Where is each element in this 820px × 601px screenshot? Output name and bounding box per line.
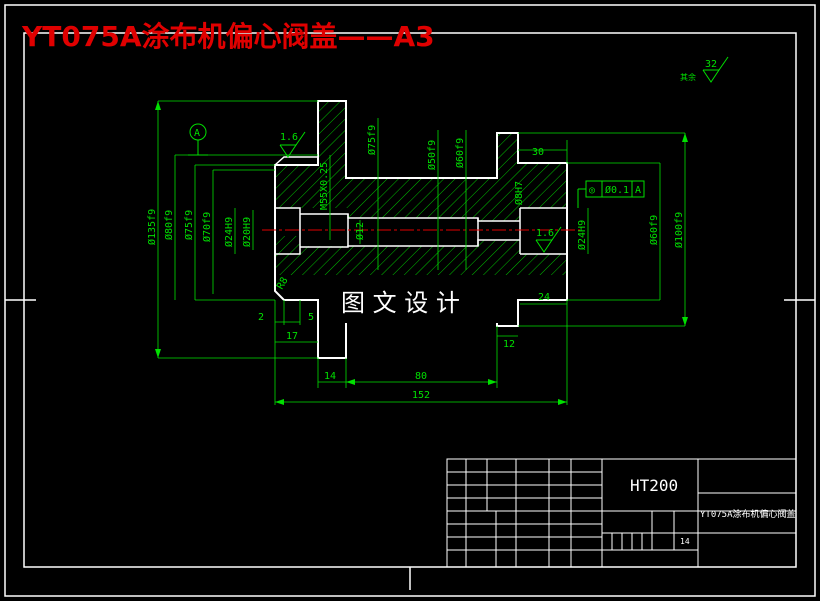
dim-14: 14 [324, 371, 336, 382]
part-hatch-upper [275, 101, 567, 221]
dim-d24h9: Ø24H9 [223, 217, 235, 247]
dim-152: 152 [412, 390, 430, 401]
dim-2: 2 [258, 312, 264, 323]
dim-d60-right: Ø60f9 [648, 215, 660, 245]
roughness-top-value: 1.6 [280, 132, 298, 143]
dimension-lines [157, 100, 686, 405]
dim-d80: Ø80f9 [163, 210, 175, 240]
dim-m55: M55X0.25 [319, 162, 330, 210]
dim-17: 17 [286, 331, 298, 342]
roughness-general-value: 32 [705, 59, 717, 70]
datum-letter: A [194, 128, 200, 139]
watermark-backdrop [322, 283, 500, 323]
dim-d75-top: Ø75f9 [366, 125, 378, 155]
dim-d70: Ø70f9 [201, 212, 213, 242]
dimension-arrows [155, 101, 688, 405]
part-outline [274, 100, 568, 359]
dim-d50: Ø50f9 [426, 140, 438, 170]
title-block-sheet: 14 [680, 537, 690, 546]
dim-30: 30 [532, 147, 544, 158]
title-block-material: HT200 [630, 476, 678, 495]
dim-r8: R8 [275, 276, 291, 292]
dim-d20h9: Ø20H9 [241, 217, 253, 247]
center-marks [5, 299, 815, 590]
bore-lines [275, 207, 567, 255]
roughness-symbol-top [279, 131, 306, 158]
roughness-symbol-right [535, 226, 562, 253]
roughness-general-label: 其余 [680, 72, 696, 82]
title-block-part-name: YT075A涂布机偏心阀盖 [700, 508, 796, 520]
dim-5: 5 [308, 312, 314, 323]
dim-d60-top: Ø60f9 [454, 138, 466, 168]
dim-12: 12 [503, 339, 515, 350]
part-section [262, 100, 580, 359]
tolerance-value: Ø0.1 [605, 184, 629, 196]
tolerance-symbol: ◎ [589, 185, 595, 196]
roughness-symbol-general [702, 56, 729, 83]
dim-d100: Ø100f9 [673, 212, 685, 248]
part-hatch-lower [275, 236, 567, 275]
dim-d135: Ø135f9 [146, 209, 158, 245]
dim-d75-left: Ø75f9 [183, 210, 195, 240]
title-block [446, 458, 797, 568]
watermark-text: 图 文 设 计 [341, 289, 460, 317]
dim-d8: Ø8H7 [513, 181, 525, 205]
tolerance-datum: A [635, 185, 641, 196]
drawing-title: YT075A涂布机偏心阀盖——A3 [21, 20, 435, 53]
roughness-right-value: 1.6 [536, 228, 554, 239]
dim-d12: Ø12 [354, 222, 366, 240]
dim-d24h9-right: Ø24H9 [576, 220, 588, 250]
dim-24: 24 [538, 292, 550, 303]
datum-symbol [188, 123, 208, 156]
tolerance-frame [577, 180, 645, 208]
dim-80: 80 [415, 371, 427, 382]
